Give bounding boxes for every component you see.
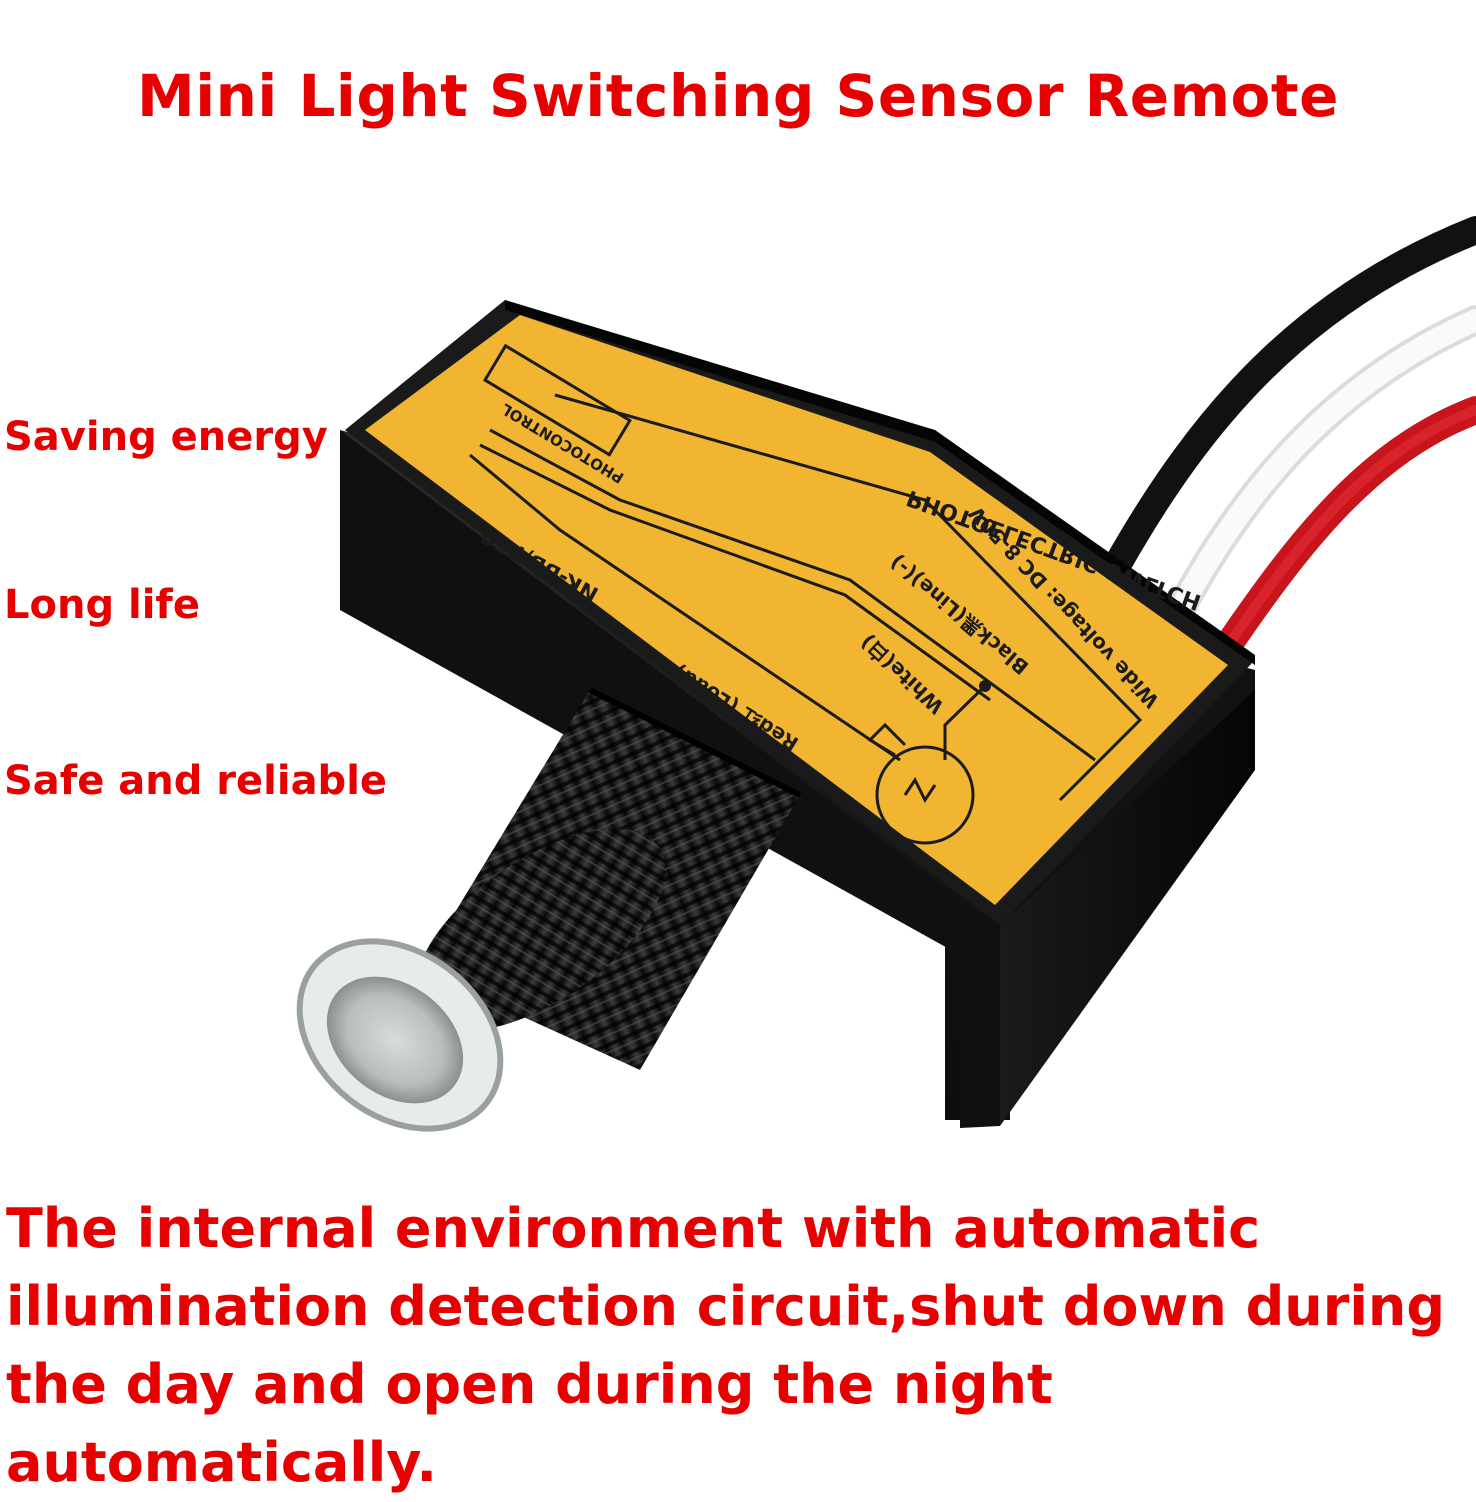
light-bulb-icon — [867, 722, 975, 845]
feature-saving-energy: Saving energy — [4, 414, 328, 460]
page-title: Mini Light Switching Sensor Remote — [137, 62, 1339, 130]
wires — [1106, 216, 1476, 664]
threaded-barrel — [296, 687, 802, 1132]
feature-long-life: Long life — [4, 582, 200, 628]
feature-safe-reliable: Safe and reliable — [4, 758, 388, 804]
wire-black — [1106, 216, 1476, 574]
wire-white — [1165, 305, 1476, 625]
wire-red — [1211, 396, 1476, 664]
product-description: The internal environment with automatic … — [6, 1197, 1445, 1494]
